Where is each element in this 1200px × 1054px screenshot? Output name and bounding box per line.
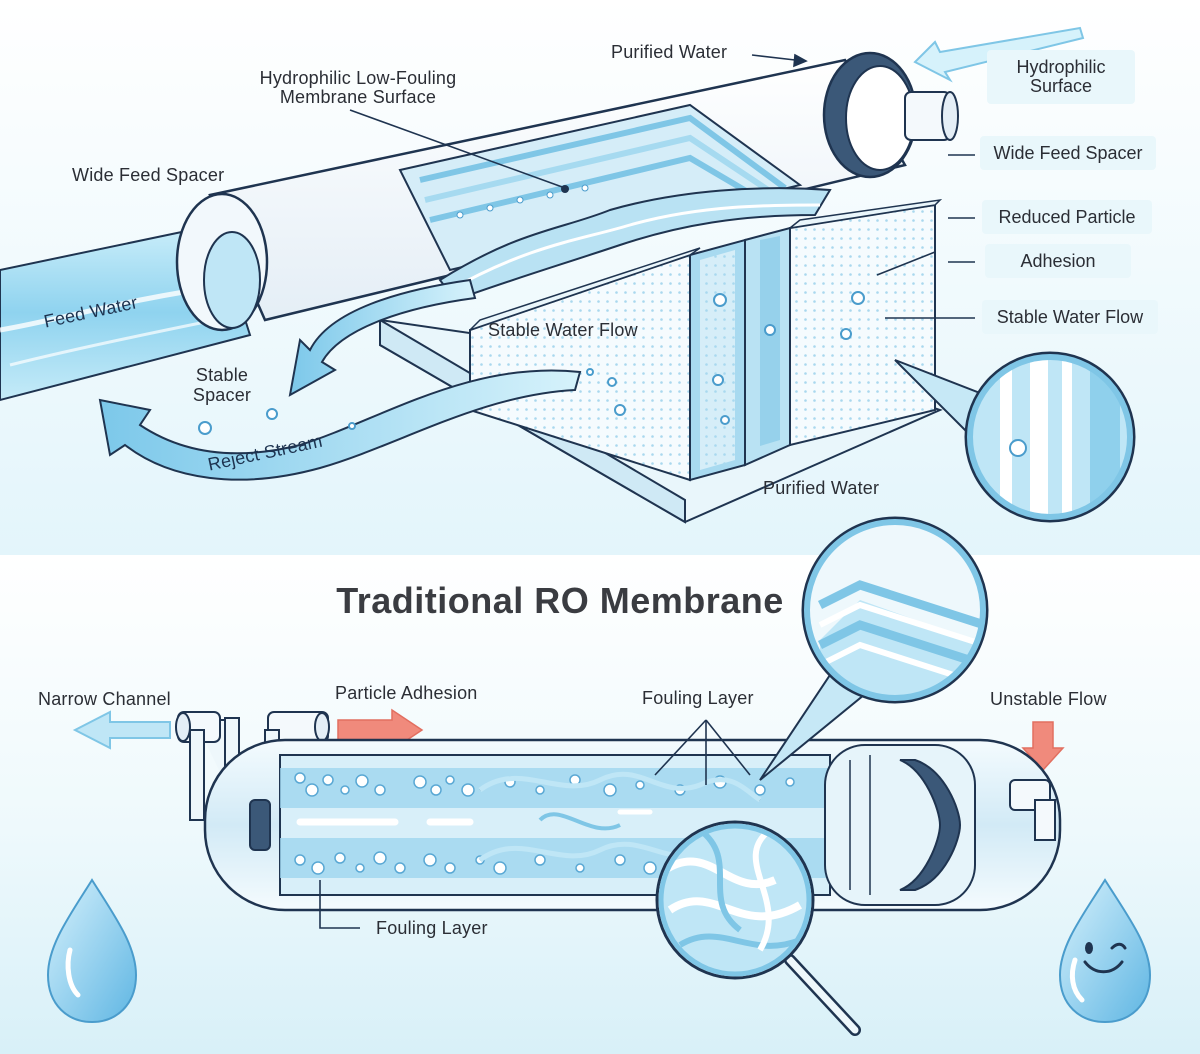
unstable-flow-arrow <box>1021 721 1065 772</box>
label-narrow-channel: Narrow Channel <box>38 689 171 709</box>
label-wide-feed-spacer: Wide Feed Spacer <box>980 136 1156 170</box>
top-leader-lines <box>349 53 975 319</box>
label-reduced-particle: Reduced Particle <box>982 200 1152 234</box>
label-hydrophilic-membrane-line2: Membrane Surface <box>279 87 437 107</box>
label-particle-adhesion: Particle Adhesion <box>335 683 478 703</box>
water-drop-smiling <box>1058 878 1152 1024</box>
label-hydrophilic-membrane-line1: Hydrophilic Low-Fouling <box>259 68 457 88</box>
label-hydrophilic-surface: Hydrophilic Surface <box>987 50 1135 104</box>
label-hydrophilic-surface-line1: Hydrophilic <box>1016 57 1106 77</box>
label-adhesion: Adhesion <box>985 244 1131 278</box>
label-fouling-layer-bottom: Fouling Layer <box>376 918 488 938</box>
membrane-sheet-stack <box>469 198 943 482</box>
section-title: Traditional RO Membrane <box>336 580 784 621</box>
top-magnifier-lens <box>894 351 1136 523</box>
membrane-swoop <box>438 187 832 302</box>
label-purified-water-top: Purified Water <box>611 42 728 62</box>
reject-stream-arrow <box>98 369 582 481</box>
label-stable-water-flow: Stable Water Flow <box>982 300 1158 334</box>
label-fouling-layer-top: Fouling Layer <box>642 688 754 708</box>
fouling-particles <box>294 772 795 875</box>
narrow-channel-arrow <box>72 710 171 750</box>
bottom-leader-lines <box>319 719 751 929</box>
label-stable-spacer-line1: Stable <box>195 365 249 385</box>
label-unstable-flow: Unstable Flow <box>990 689 1107 709</box>
water-drop-left <box>46 878 138 1024</box>
stable-spacer-arrow <box>288 278 477 397</box>
traditional-membrane-tube <box>203 738 1062 912</box>
label-hydrophilic-surface-line2: Surface <box>1029 76 1093 96</box>
label-stable-water-flow-center: Stable Water Flow <box>488 320 638 340</box>
label-purified-water-bottom: Purified Water <box>763 478 880 498</box>
label-wide-feed-spacer-left: Wide Feed Spacer <box>72 165 225 185</box>
swirl-magnifier-lens <box>655 820 861 1036</box>
label-stable-spacer-line2: Spacer <box>192 385 252 405</box>
layer-magnifier-lens <box>759 516 989 781</box>
